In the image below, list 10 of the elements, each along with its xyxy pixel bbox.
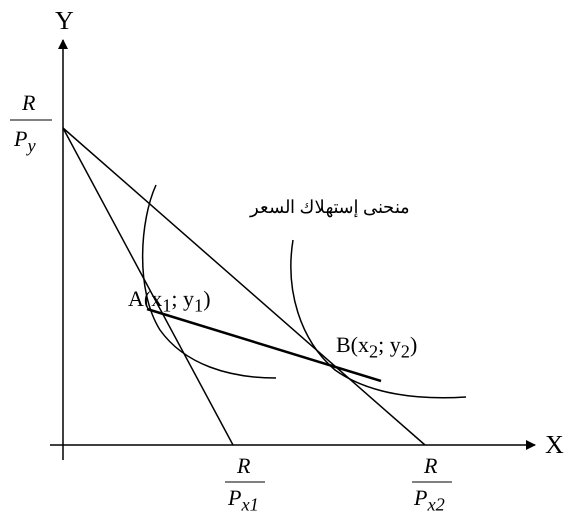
point-label: B(x$_{2}$; y$_{2}$) bbox=[336, 334, 418, 361]
axis-value: R bbox=[424, 455, 438, 477]
axis-value: P$_{x2}$ bbox=[414, 487, 445, 514]
axis-value: R bbox=[22, 92, 36, 114]
axis-value: P$_{y}$ bbox=[14, 128, 36, 155]
axis-label: Y bbox=[55, 8, 74, 34]
axis-value: P$_{x1}$ bbox=[228, 487, 259, 514]
axis-label: X bbox=[545, 432, 564, 458]
curve-label: منحنى إستهلاك السعر bbox=[250, 198, 410, 216]
axis-value: R bbox=[237, 455, 250, 477]
